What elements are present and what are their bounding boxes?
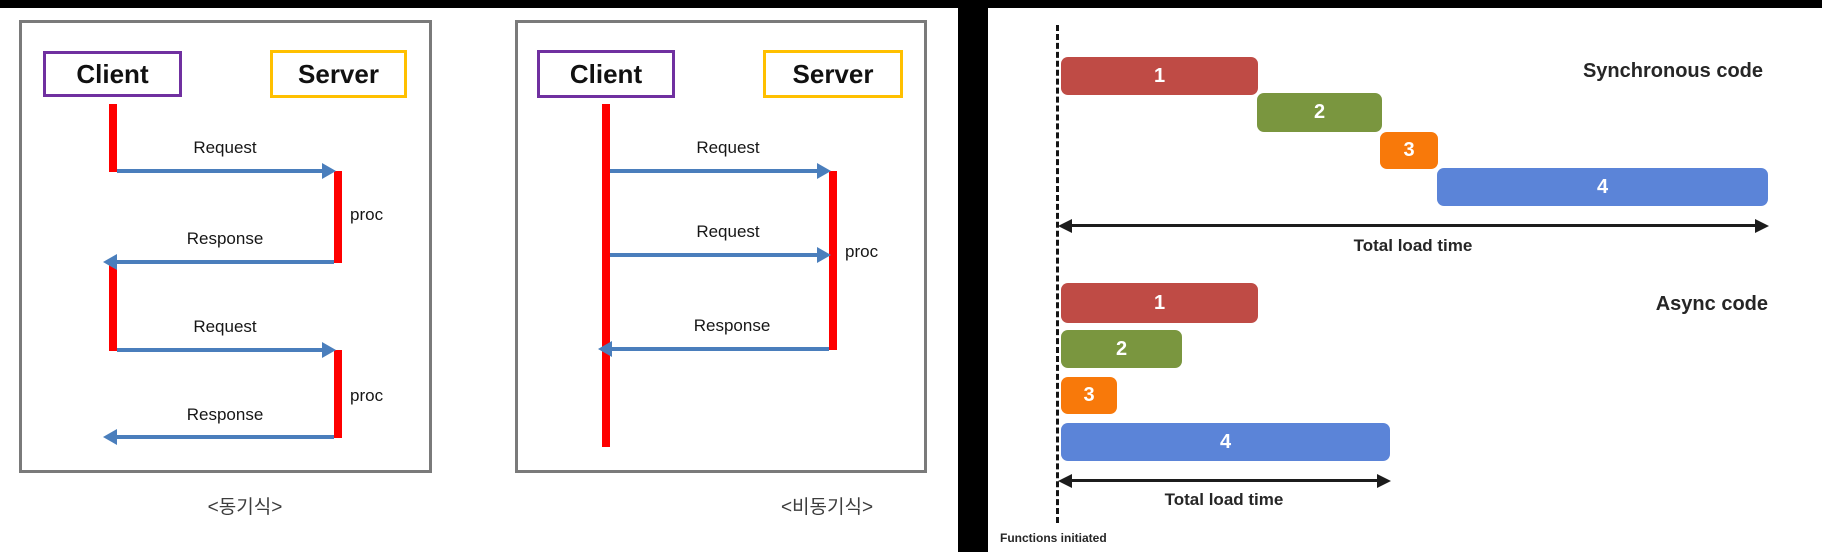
sync-msg2-arrowhead-left-icon <box>103 254 117 270</box>
sync-msg1-arrowhead-right-icon <box>322 163 336 179</box>
sync-msg4-label: Response <box>186 405 264 424</box>
async-client-activation <box>602 104 610 447</box>
async-server-label: Server <box>792 58 874 89</box>
sync-proc1-label: proc <box>350 205 384 224</box>
sync-proc2-label: proc <box>350 386 384 405</box>
async-task-bar-1: 1 <box>1061 283 1258 323</box>
sync-msg1-label: Request <box>193 138 257 157</box>
async-task-bar-4: 4 <box>1061 423 1390 461</box>
sync-msg4-arrowhead-left-icon <box>103 429 117 445</box>
async-total-arrowhead-right-icon <box>1377 474 1391 488</box>
async-task-2-number: 2 <box>1115 337 1128 360</box>
async-msg1-arrow-line <box>610 169 817 173</box>
sync-client-activation-1 <box>109 104 117 172</box>
async-msg2-label: Request <box>696 222 760 241</box>
sync-msg2-arrow-line <box>116 260 334 264</box>
async-diagram-caption: <비동기식> <box>780 497 874 518</box>
sync-section-label: Synchronous code <box>1582 60 1763 82</box>
sync-total-arrow-line <box>1070 224 1756 227</box>
sync-diagram-caption: <동기식> <box>207 497 283 518</box>
async-msg1-arrowhead-right-icon <box>817 163 831 179</box>
async-task-3-number: 3 <box>1083 384 1095 406</box>
sync-task-bar-2: 2 <box>1257 93 1382 132</box>
async-task-1-number: 1 <box>1153 291 1166 314</box>
async-total-arrow-line <box>1070 479 1378 482</box>
async-msg2-arrow-line <box>610 253 817 257</box>
async-msg1-label: Request <box>696 138 760 157</box>
async-total-arrowhead-left-icon <box>1058 474 1072 488</box>
async-msg3-arrowhead-left-icon <box>598 341 612 357</box>
sync-total-load-time-label: Total load time <box>1353 236 1473 255</box>
sync-task-bar-4: 4 <box>1437 168 1768 206</box>
sync-msg1-arrow-line <box>117 169 322 173</box>
async-msg2-arrowhead-right-icon <box>817 247 831 263</box>
sync-client-activation-2 <box>109 262 117 351</box>
sync-task-2-number: 2 <box>1313 101 1326 123</box>
async-task-bar-2: 2 <box>1061 330 1182 368</box>
async-section-label: Async code <box>1655 293 1768 315</box>
panel-divider-strip <box>958 0 988 552</box>
functions-initiated-label: Functions initiated <box>1000 531 1107 545</box>
top-black-strip <box>0 0 1822 8</box>
async-task-bar-3: 3 <box>1061 377 1117 414</box>
sync-total-arrowhead-right-icon <box>1755 219 1769 233</box>
sync-msg3-arrowhead-right-icon <box>322 342 336 358</box>
async-client-actor-box: Client <box>537 50 675 98</box>
sync-client-label: Client <box>76 58 149 89</box>
sync-task-3-number: 3 <box>1403 139 1415 161</box>
sync-msg3-arrow-line <box>117 348 322 352</box>
sync-task-bar-1: 1 <box>1061 57 1258 95</box>
sync-task-4-number: 4 <box>1596 175 1609 198</box>
sync-server-activation-2 <box>334 350 342 438</box>
async-client-label: Client <box>569 58 643 89</box>
sync-msg2-label: Response <box>186 229 264 248</box>
async-msg3-label: Response <box>693 316 771 335</box>
sync-task-1-number: 1 <box>1153 64 1166 87</box>
async-task-4-number: 4 <box>1219 430 1232 453</box>
sync-server-actor-box: Server <box>270 50 407 98</box>
async-total-load-time-label: Total load time <box>1164 490 1284 509</box>
sync-msg4-arrow-line <box>116 435 334 439</box>
sync-msg3-label: Request <box>193 317 257 336</box>
async-proc-label: proc <box>845 242 879 261</box>
functions-initiated-dashed-line <box>1056 25 1059 523</box>
sync-task-bar-3: 3 <box>1380 132 1438 169</box>
async-server-activation <box>829 171 837 350</box>
sync-total-arrowhead-left-icon <box>1058 219 1072 233</box>
sync-server-activation-1 <box>334 171 342 263</box>
sync-server-label: Server <box>298 58 379 89</box>
async-server-actor-box: Server <box>763 50 903 98</box>
async-msg3-arrow-line <box>611 347 829 351</box>
sync-client-actor-box: Client <box>43 51 182 97</box>
